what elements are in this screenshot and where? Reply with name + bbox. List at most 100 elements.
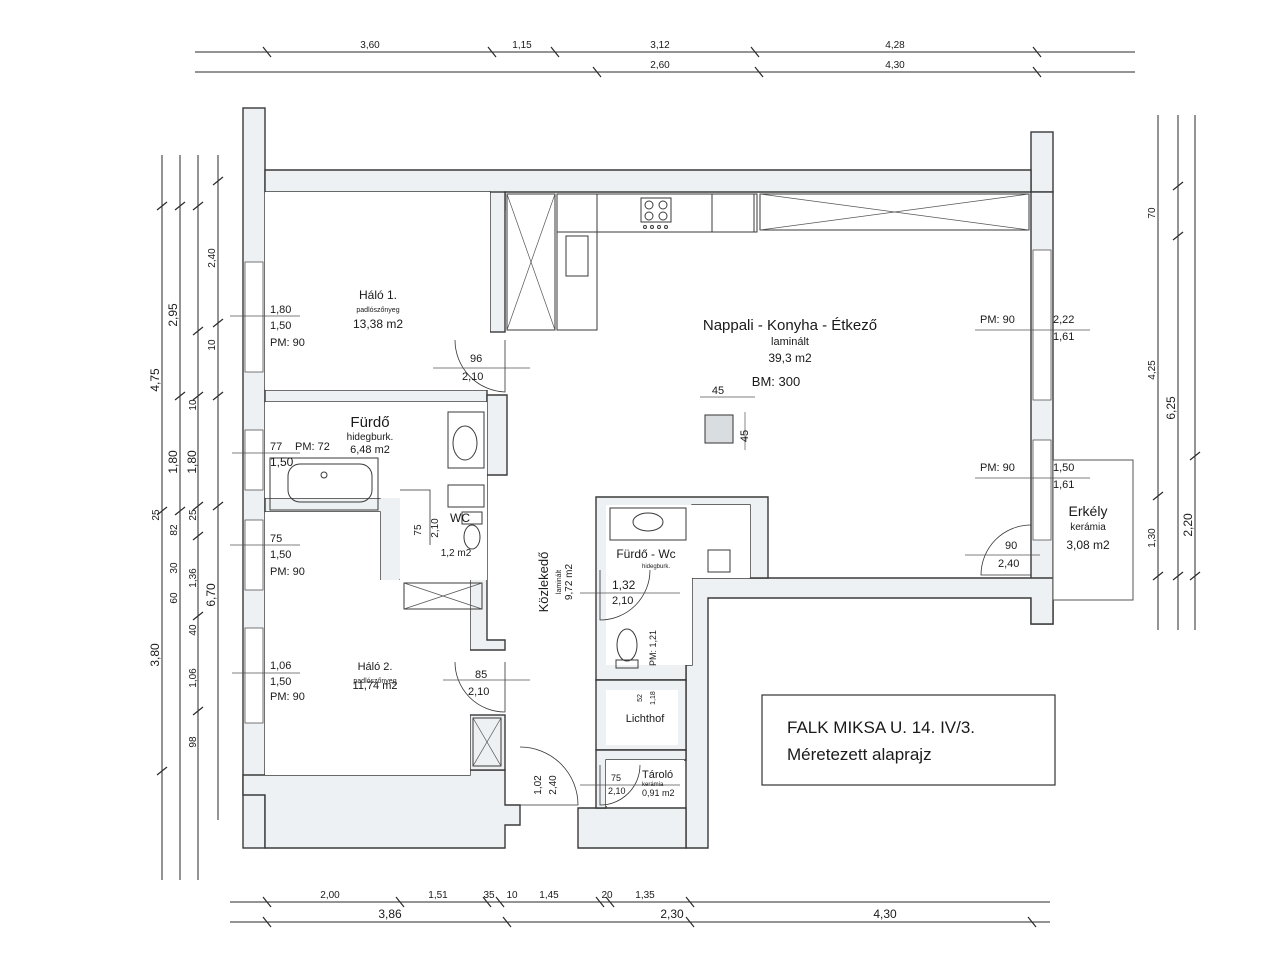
floor-halo2-a [265, 512, 380, 775]
nappali-name: Nappali - Konyha - Étkező [703, 317, 877, 334]
kitchen-counter [556, 193, 598, 331]
shaft-icon [707, 549, 731, 573]
tarolo-area: 0,91 m2 [642, 788, 675, 798]
dim-left-inner-12: 98 [188, 736, 199, 748]
tarolo-floor: kerámia [642, 782, 664, 788]
column-w: 45 [712, 385, 724, 397]
kozlekedo-area: 9,72 m2 [564, 563, 575, 600]
title-block: FALK MIKSA U. 14. IV/3. Méretezett alapr… [761, 694, 1056, 786]
window-nappali-a [1032, 249, 1052, 401]
halo1-area: 13,38 m2 [353, 317, 403, 331]
wall-right-top [1030, 131, 1054, 193]
halo1-door-h: 2,10 [462, 371, 483, 383]
window-halo2-a [244, 519, 264, 591]
lichthof-h: 1,18 [650, 691, 657, 705]
dimension-lines [156, 46, 1201, 928]
furdowc-pm: PM: 1,21 [648, 630, 658, 666]
fridge [711, 193, 755, 233]
dim-bottom1-a: 2,00 [320, 890, 340, 901]
halo1-name: Háló 1. [359, 288, 397, 302]
floor-furdowc [606, 505, 692, 665]
nappali-win2-h: 1,61 [1053, 479, 1074, 491]
entrance-door-h: 2,40 [548, 775, 559, 795]
washbasin-wc-icon [609, 507, 687, 541]
dim-bottom2-b: 2,30 [660, 907, 684, 921]
door-tarolo [599, 764, 641, 806]
lichthof-w: 52 [637, 694, 644, 702]
dim-left-inner-0: 2,40 [207, 248, 218, 268]
dim-left-inner-7: 60 [169, 592, 180, 604]
dim-left-mid-c: 6,70 [204, 583, 218, 607]
column [704, 414, 734, 444]
shelf-furdo [447, 484, 485, 508]
halo2-win2-h: 1,50 [270, 676, 291, 688]
halo2-name: Háló 2. [358, 661, 393, 673]
nappali-bm: BM: 300 [752, 374, 800, 389]
dim-left-mid-b: 1,80 [166, 450, 180, 474]
furdowc-floor: hidegburk. [642, 564, 670, 570]
bathtub-icon [269, 457, 379, 511]
wall-bottom-left [242, 769, 521, 849]
dim-left-mid-a: 2,95 [166, 303, 180, 327]
door-wc [400, 489, 431, 545]
door-balcony [980, 524, 1032, 576]
tarolo-door-w: 75 [611, 773, 621, 783]
halo2-win2-w: 1,06 [270, 660, 291, 672]
closet-corridor [472, 717, 502, 767]
dim-bottom1-e: 1,45 [539, 890, 559, 901]
dim-top1-d: 4,28 [885, 40, 905, 51]
halo2-floor: padlószőnyeg [353, 678, 396, 685]
dim-bottom1-b: 1,51 [428, 890, 448, 901]
dim-left-inner-3: 1,80 [185, 450, 199, 474]
title-line2: Méretezett alaprajz [787, 745, 932, 764]
floor-halo1 [265, 192, 490, 390]
dim-left-inner-4: 25 [151, 509, 162, 521]
window-halo1 [244, 261, 264, 373]
dim-left-outer-b: 3,80 [148, 643, 162, 667]
nappali-win1-h: 1,61 [1053, 331, 1074, 343]
furdo-floor: hidegburk. [347, 432, 394, 443]
entrance-door-w: 1,02 [533, 775, 544, 795]
tarolo-door-h: 2,10 [608, 786, 626, 796]
wall-bottom-mid [577, 807, 687, 849]
furdowc-door-w: 1,32 [612, 578, 636, 592]
furdo-name: Fürdő [350, 414, 389, 431]
title-box [761, 694, 1056, 786]
dim-top1-b: 1,15 [512, 40, 532, 51]
nappali-floor: laminált [771, 336, 809, 348]
erkely-floor: kerámia [1070, 522, 1106, 533]
dim-bottom1-f: 20 [601, 890, 613, 901]
dim-top1-c: 3,12 [650, 40, 670, 51]
toilet-icon [461, 511, 483, 550]
wardrobe-halo1 [506, 193, 556, 331]
nappali-win2-w: 1,50 [1053, 462, 1074, 474]
title-line1: FALK MIKSA U. 14. IV/3. [787, 718, 975, 737]
window-halo2-b [244, 627, 264, 724]
furdowc-name: Fürdő - Wc [616, 547, 675, 561]
nappali-door-h: 2,40 [998, 558, 1019, 570]
halo1-win-w: 1,80 [270, 304, 291, 316]
dim-bottom1-c: 35 [483, 890, 495, 901]
furdo-win-w: 77 [270, 441, 282, 453]
halo2-win1-w: 75 [270, 533, 282, 545]
kozlekedo-floor: laminált [556, 570, 563, 594]
floor-shaft [692, 505, 750, 578]
wc-door-h: 2,10 [430, 518, 441, 538]
wc-name: WC [450, 511, 470, 525]
floor-halo2-b [380, 580, 470, 775]
dim-top2-a: 2,60 [650, 60, 670, 71]
dim-right-inner-c: 1,30 [1147, 528, 1158, 548]
toilet-wc-icon [615, 628, 639, 669]
dim-bottom1-g: 1,35 [635, 890, 655, 901]
nappali-area: 39,3 m2 [768, 351, 812, 365]
washbasin-icon [447, 411, 485, 469]
dim-left-inner-2: 10 [188, 399, 199, 411]
halo1-win-h: 1,50 [270, 320, 291, 332]
dim-right-outer-b: 2,20 [1181, 513, 1195, 537]
dim-top2-b: 4,30 [885, 60, 905, 71]
dim-left-inner-11: 1,06 [188, 668, 199, 688]
halo2-door-h: 2,10 [468, 686, 489, 698]
dim-left-inner-1: 10 [207, 339, 218, 351]
furdo-win-h: 1,50 [270, 455, 294, 469]
kitchen-counter-top [556, 193, 758, 233]
